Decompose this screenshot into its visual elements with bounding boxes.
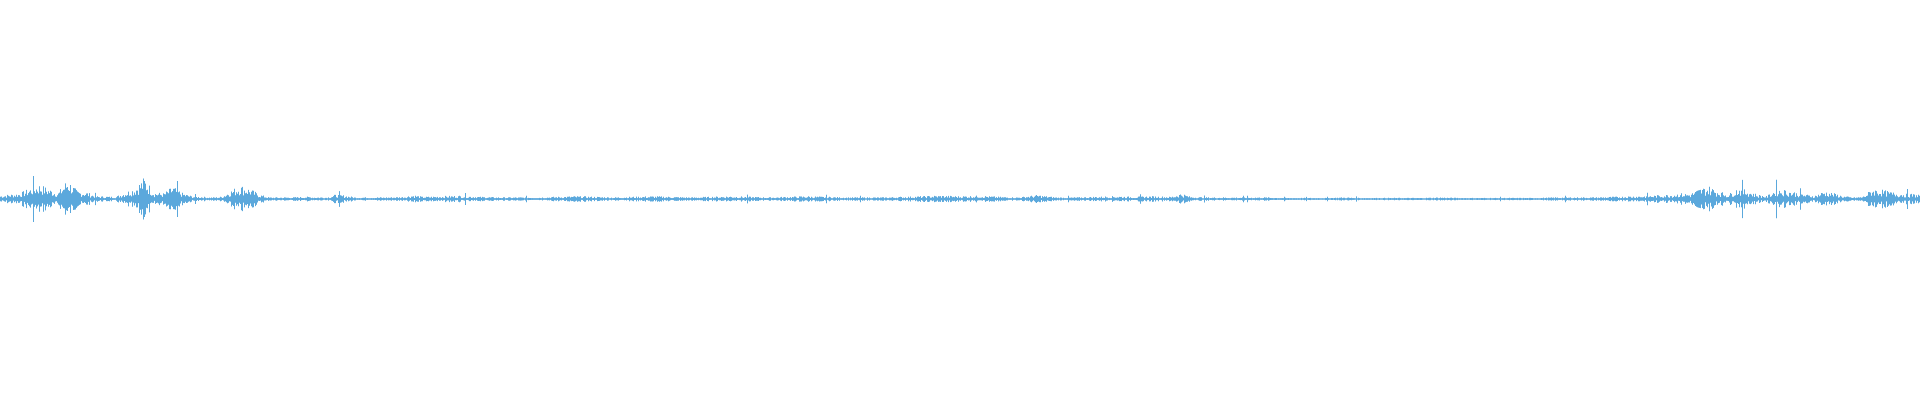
- waveform-peaks: [0, 176, 1920, 222]
